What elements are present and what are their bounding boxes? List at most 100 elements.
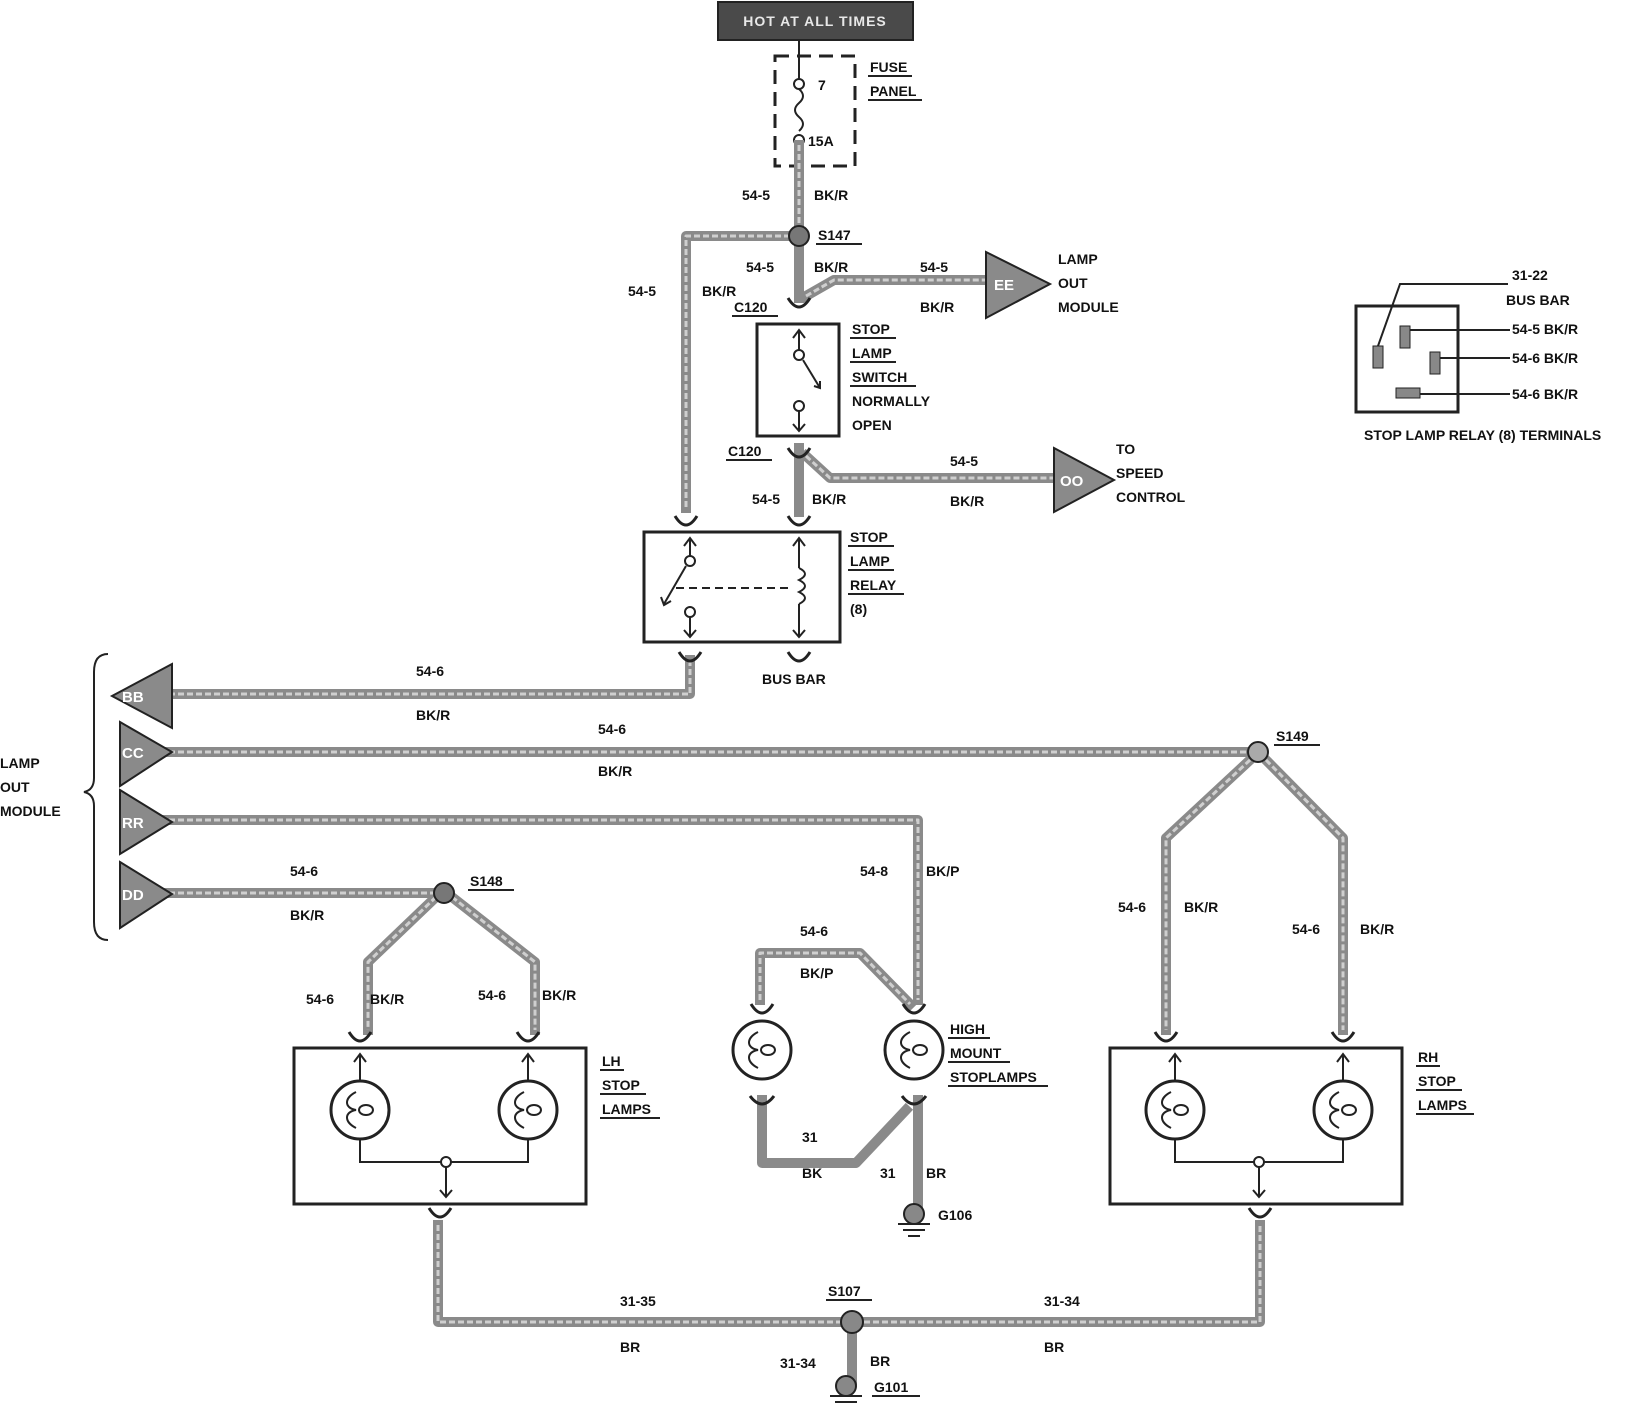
splice-s148-label: S148 <box>470 873 503 889</box>
switch-label-4: NORMALLY <box>852 393 931 409</box>
wire-label: BK/R <box>370 991 404 1007</box>
wire-label: 31-34 <box>780 1355 816 1371</box>
rh-label-2: STOP <box>1418 1073 1456 1089</box>
connector-bb-code: BB <box>122 689 144 706</box>
relay-coil-icon <box>796 567 806 605</box>
lamp-out-left-line-1: LAMP <box>0 755 40 771</box>
wire-label: BK/R <box>920 299 954 315</box>
wire-label: BK/R <box>542 987 576 1003</box>
switch-label-1: STOP <box>852 321 890 337</box>
relay-terminals-inset: 31-22 BUS BAR 54-5 BK/R 54-6 BK/R 54-6 B… <box>1354 267 1601 443</box>
wire-label: 54-5 <box>920 259 948 275</box>
wire-label: 54-5 <box>628 283 656 299</box>
wire-label: 54-6 <box>478 987 506 1003</box>
ground-g106-label: G106 <box>938 1207 972 1223</box>
lamp-out-left-line-3: MODULE <box>0 803 61 819</box>
lamp-out-top-line-1: LAMP <box>1058 251 1098 267</box>
wire-label: 54-6 <box>800 923 828 939</box>
connector-c120-bottom: C120 <box>726 443 812 461</box>
inset-terminal-2: 54-6 BK/R <box>1512 350 1578 366</box>
wire-label: BK/P <box>926 863 959 879</box>
wire-label: 54-6 <box>1118 899 1146 915</box>
speed-control-line-1: TO <box>1116 441 1135 457</box>
lh-label-3: LAMPS <box>602 1101 651 1117</box>
splice-s147: S147 <box>788 225 862 247</box>
connector-bb: BB <box>109 662 173 730</box>
wire-label: BK/R <box>814 259 848 275</box>
wire-label: BK/R <box>416 707 450 723</box>
stop-lamp-switch: STOP LAMP SWITCH NORMALLY OPEN <box>755 321 931 438</box>
high-mount-lamp-2-icon <box>883 1019 945 1081</box>
lamp-out-top-line-2: OUT <box>1058 275 1088 291</box>
wire-label: BK/P <box>800 965 833 981</box>
fuse-number: 7 <box>818 77 826 93</box>
speed-control-line-2: SPEED <box>1116 465 1163 481</box>
wire-label: 54-6 <box>598 721 626 737</box>
wire-labels: 54-5 BK/R 54-5 BK/R 54-5 BK/R 54-5 BK/R … <box>290 187 1394 1371</box>
lamp-out-module-left: LAMP OUT MODULE BB CC RR DD <box>0 653 174 941</box>
wire-label: 31 <box>802 1129 818 1145</box>
wire-label: 54-6 <box>416 663 444 679</box>
wire-label: BK/R <box>598 763 632 779</box>
wire-label: 54-6 <box>290 863 318 879</box>
hot-at-all-times-banner: HOT AT ALL TIMES <box>717 1 914 41</box>
switch-contact-top <box>793 349 805 361</box>
wire-label: BK/R <box>950 493 984 509</box>
inset-bus-bar-line-2: BUS BAR <box>1506 292 1570 308</box>
rh-lamp-2-icon <box>1312 1079 1374 1141</box>
ground-g106: G106 <box>898 1203 972 1237</box>
fuse-panel-title-2: PANEL <box>870 83 917 99</box>
rh-stop-lamps: RH STOP LAMPS <box>1108 1030 1474 1219</box>
inset-terminal-1: 54-5 BK/R <box>1512 321 1578 337</box>
wire-label: 31-35 <box>620 1293 656 1309</box>
inset-title: STOP LAMP RELAY (8) TERMINALS <box>1364 427 1601 443</box>
lamp-out-top-line-3: MODULE <box>1058 299 1119 315</box>
splice-s147-label: S147 <box>818 227 851 243</box>
high-mount-label-2: MOUNT <box>950 1045 1002 1061</box>
rh-lamp-1-icon <box>1144 1079 1206 1141</box>
rh-label-3: LAMPS <box>1418 1097 1467 1113</box>
wire-label: 54-5 <box>742 187 770 203</box>
stop-lamp-relay: STOP LAMP RELAY (8) BUS BAR <box>642 514 904 687</box>
connector-c120-top: C120 <box>732 296 812 317</box>
wire-label: BK <box>802 1165 822 1181</box>
ground-g101-label: G101 <box>874 1379 908 1395</box>
wire-label: BK/R <box>1360 921 1394 937</box>
splice-s149: S149 <box>1247 728 1320 763</box>
fuse-panel-title-1: FUSE <box>870 59 907 75</box>
connector-ee-lamp-out: EE LAMP OUT MODULE <box>985 250 1119 320</box>
ground-g101: G101 <box>830 1375 920 1403</box>
connector-dd: DD <box>119 860 174 930</box>
relay-label-4: (8) <box>850 601 867 617</box>
relay-label-3: RELAY <box>850 577 897 593</box>
banner-text: HOT AT ALL TIMES <box>743 13 887 29</box>
connector-ee-code: EE <box>994 277 1014 294</box>
high-mount-label-3: STOPLAMPS <box>950 1069 1037 1085</box>
fuse-terminal-top <box>793 78 805 90</box>
wire-label: 31 <box>880 1165 896 1181</box>
wire-label: BR <box>926 1165 946 1181</box>
connector-oo-speed-control: OO TO SPEED CONTROL <box>1053 441 1186 514</box>
wire-label: BR <box>620 1339 640 1355</box>
wire-label: BK/R <box>290 907 324 923</box>
rh-label-1: RH <box>1418 1049 1438 1065</box>
fuse-element-icon <box>794 88 804 132</box>
wire-label: 54-6 <box>306 991 334 1007</box>
wire-label: 54-8 <box>860 863 888 879</box>
wire-label: 54-5 <box>950 453 978 469</box>
speed-control-line-3: CONTROL <box>1116 489 1186 505</box>
lamp-out-left-line-2: OUT <box>0 779 30 795</box>
module-brace <box>83 653 109 941</box>
connector-cc: CC <box>119 720 174 788</box>
high-mount-lamp-1-icon <box>731 1019 793 1081</box>
wire-label: BK/R <box>814 187 848 203</box>
wire-label: BK/R <box>812 491 846 507</box>
wire-harness <box>155 140 1348 1385</box>
connector-rr-code: RR <box>122 815 144 832</box>
splice-s107-label: S107 <box>828 1283 861 1299</box>
wire-label: 31-34 <box>1044 1293 1080 1309</box>
inset-bus-bar-line-1: 31-22 <box>1512 267 1548 283</box>
lh-lamp-1-icon <box>329 1079 391 1141</box>
connector-oo-code: OO <box>1060 473 1084 490</box>
wire-label: BK/R <box>1184 899 1218 915</box>
